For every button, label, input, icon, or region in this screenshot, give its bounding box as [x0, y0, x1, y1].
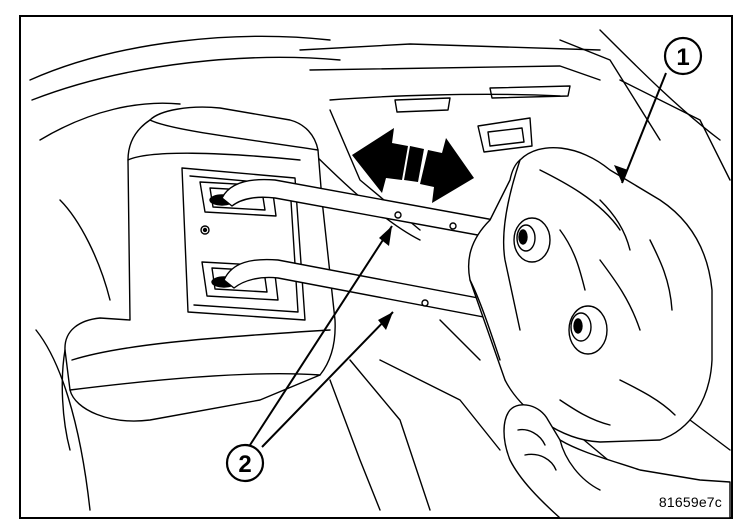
figure-code: 81659e7c — [658, 494, 722, 510]
callout-1: 1 — [614, 36, 703, 184]
hand — [503, 404, 731, 519]
arrow-left — [352, 128, 408, 193]
arrow-right — [420, 138, 474, 203]
callout-2: 2 — [225, 225, 394, 483]
headrest — [467, 147, 713, 443]
callout-1-label: 1 — [676, 44, 689, 71]
post-notch-upper-1 — [394, 211, 402, 219]
post-notch-lower-1 — [421, 299, 429, 307]
callout-2-label: 2 — [238, 451, 251, 478]
post-notch-upper-2 — [449, 222, 457, 230]
direction-arrows — [352, 128, 474, 203]
